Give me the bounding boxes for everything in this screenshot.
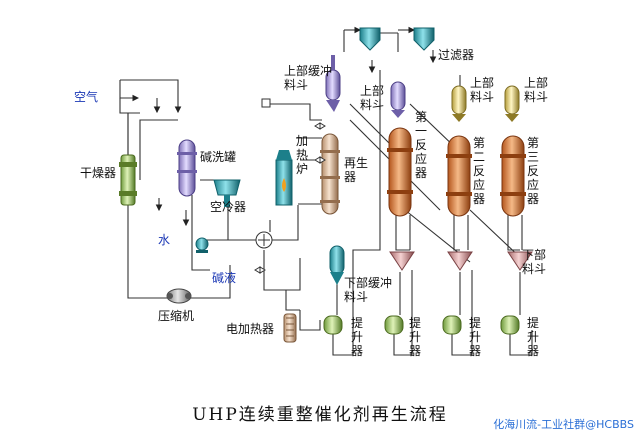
reactor-2-collector [447,251,473,271]
label-electric-heater: 电加热器 [226,322,275,336]
label-lifter-4: 提升器 [526,316,539,358]
label-lifter-2: 提升器 [408,316,421,358]
lifter-4 [500,315,520,335]
label-upper-hopper-3: 上部料斗 [524,76,549,104]
lifter-1 [323,315,343,335]
label-regenerator: 再生器 [344,156,369,184]
label-upper-hopper-2: 上部料斗 [470,76,495,104]
label-lifter-3: 提升器 [468,316,481,358]
reactor-1-vessel [387,127,413,217]
label-heater-furnace: 加热炉 [295,134,308,176]
valve-symbols [254,98,326,274]
lifter-2 [384,315,404,335]
label-reactor-1: 第一反应器 [414,110,427,180]
air-cooler [213,179,241,207]
filter-2 [413,27,435,51]
electric-heater [283,313,297,343]
reactor-3-vessel [500,135,526,217]
watermark: 化海川流-工业社群@HCBBS [493,418,634,431]
upper-buffer-hopper [325,55,341,112]
reactor-2-vessel [446,135,472,217]
reactor-1-upper-hopper [390,81,406,118]
label-reactor-2: 第二反应器 [472,136,485,206]
label-upper-hopper-1: 上部料斗 [360,84,385,112]
label-dryer: 干燥器 [80,166,117,180]
lifter-3 [442,315,462,335]
label-air-cooler: 空冷器 [210,200,247,214]
label-compressor: 压缩机 [158,309,195,323]
lower-hopper [507,251,533,271]
label-upper-buffer-hopper: 上部缓冲料斗 [284,64,333,92]
label-caustic-liquid: 碱液 [212,271,237,285]
water-pump [195,237,209,253]
label-lifter-1: 提升器 [350,316,363,358]
label-lower-hopper: 下部料斗 [522,248,547,276]
label-air: 空气 [74,90,99,104]
reactor-1-collector [389,251,415,271]
heat-exchanger [255,231,273,249]
label-lower-buffer-hopper: 下部缓冲料斗 [344,276,393,304]
lower-buffer-hopper [329,245,345,285]
regenerator-vessel [320,133,340,215]
compressor [166,288,192,304]
reactor-3-upper-hopper [504,85,520,122]
diagram-title: UHP连续重整催化剂再生流程 [192,405,448,425]
label-water: 水 [158,233,171,247]
label-caustic-tank: 碱洗罐 [200,150,237,164]
reactor-2-upper-hopper [451,85,467,122]
caustic-wash-tank [177,139,197,197]
label-filter: 过滤器 [438,48,475,62]
filter-1 [359,27,381,51]
label-reactor-3: 第三反应器 [526,136,539,206]
heater-furnace [275,150,293,206]
dryer-vessel [119,154,137,206]
